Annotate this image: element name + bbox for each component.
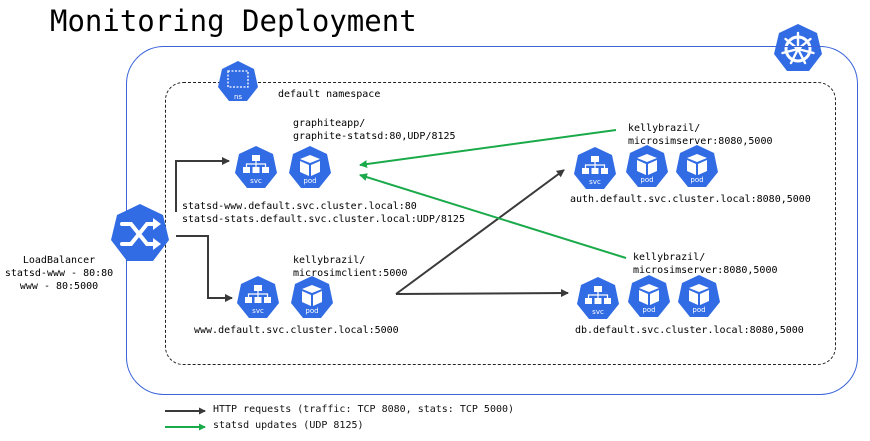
client-image-name: microsimclient:5000 — [293, 268, 408, 279]
auth-svc-icon[interactable] — [572, 146, 618, 192]
graphite-image-label: graphiteapp/ graphite-statsd:80,UDP/8125 — [293, 117, 456, 143]
graphite-svc-icon[interactable] — [233, 145, 279, 191]
graphite-pod-label: pod — [303, 177, 317, 185]
legend-swatches — [165, 407, 206, 431]
db-pod-1-label: pod — [642, 306, 656, 314]
auth-image-name: microsimserver:8080,5000 — [628, 136, 773, 147]
auth-pod-1-label: pod — [640, 176, 654, 184]
auth-pod-2-icon[interactable] — [674, 144, 720, 190]
http-line-client-to-auth — [395, 169, 565, 295]
http-line-lb-to-www — [176, 235, 233, 302]
graphite-services-label: statsd-www.default.svc.cluster.local:80 … — [182, 200, 465, 226]
namespace-boundary — [165, 82, 836, 365]
kubernetes-logo-icon — [772, 22, 824, 74]
client-pod-icon[interactable] — [289, 275, 335, 321]
legend-statsd-label: statsd updates (UDP 8125) — [213, 420, 364, 431]
client-image-label: kellybrazil/ microsimclient:5000 — [293, 254, 407, 280]
db-image-repo: kellybrazil/ — [633, 252, 706, 263]
load-balancer-title: LoadBalancer — [22, 255, 96, 266]
legend-http-label: HTTP requests (traffic: TCP 8080, stats:… — [213, 404, 515, 415]
db-image-name: microsimserver:8080,5000 — [633, 265, 778, 276]
auth-pod-1-icon[interactable] — [624, 144, 670, 190]
load-balancer-label: LoadBalancer statsd-www - 80:80 www - 80… — [0, 254, 118, 293]
load-balancer-port-statsd: statsd-www - 80:80 — [4, 268, 114, 279]
load-balancer-port-www: www - 80:5000 — [19, 281, 99, 292]
load-balancer-icon[interactable] — [109, 203, 171, 265]
www-svc-icon[interactable] — [235, 275, 281, 321]
namespace-icon — [216, 60, 260, 104]
db-service-label: db.default.svc.cluster.local:8080,5000 — [575, 325, 804, 336]
http-line-client-to-db — [395, 289, 569, 298]
statsd-line-auth-to-graphite — [359, 129, 617, 169]
www-svc-label: svc — [252, 307, 264, 315]
http-line-lb-to-graphite — [175, 157, 230, 212]
auth-image-label: kellybrazil/ microsimserver:8080,5000 — [628, 122, 773, 148]
client-image-repo: kellybrazil/ — [293, 255, 366, 266]
graphite-svc-label: svc — [250, 177, 262, 185]
auth-pod-2-label: pod — [690, 176, 704, 184]
db-pod-2-icon[interactable] — [676, 274, 722, 320]
graphite-pod-icon[interactable] — [287, 145, 333, 191]
graphite-service-www: statsd-www.default.svc.cluster.local:80 — [182, 201, 417, 212]
www-service-label: www.default.svc.cluster.local:5000 — [194, 325, 399, 336]
auth-svc-label: svc — [589, 178, 601, 186]
namespace-label: default namespace — [278, 89, 381, 100]
db-svc-icon[interactable] — [575, 276, 621, 322]
graphite-service-stats: statsd-stats.default.svc.cluster.local:U… — [182, 214, 465, 225]
auth-service-label: auth.default.svc.cluster.local:8080,5000 — [570, 194, 811, 205]
db-pod-2-label: pod — [692, 306, 706, 314]
graphite-image-name: graphite-statsd:80,UDP/8125 — [293, 131, 456, 142]
namespace-icon-label: ns — [233, 93, 243, 101]
db-svc-label: svc — [592, 308, 604, 316]
page-title: Monitoring Deployment — [50, 4, 417, 38]
graphite-image-repo: graphiteapp/ — [293, 118, 366, 129]
client-pod-label: pod — [305, 307, 319, 315]
statsd-line-db-to-graphite — [359, 173, 627, 259]
db-image-label: kellybrazil/ microsimserver:8080,5000 — [633, 251, 778, 277]
db-pod-1-icon[interactable] — [626, 274, 672, 320]
auth-image-repo: kellybrazil/ — [628, 123, 701, 134]
